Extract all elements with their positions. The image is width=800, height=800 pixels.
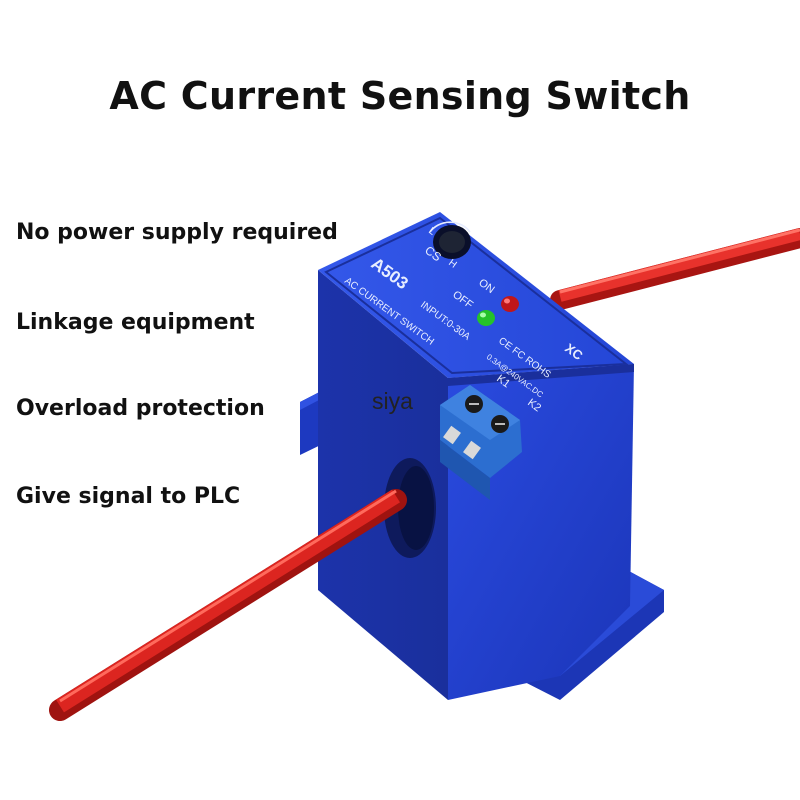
housing-top-face bbox=[318, 212, 634, 378]
red-wire-front bbox=[49, 489, 407, 721]
red-wire-back bbox=[550, 228, 800, 310]
page-title: AC Current Sensing Switch bbox=[109, 74, 691, 118]
feature-plc-signal: Give signal to PLC bbox=[16, 484, 241, 509]
led-off-green bbox=[477, 310, 495, 326]
feature-overload-protection: Overload protection bbox=[16, 396, 265, 421]
terminal-block bbox=[440, 385, 522, 500]
housing-side-face bbox=[318, 270, 448, 700]
feature-linkage-equipment: Linkage equipment bbox=[16, 310, 255, 335]
feature-no-power-supply: No power supply required bbox=[16, 220, 338, 245]
led-indicators bbox=[477, 296, 519, 326]
sensitivity-low-label: L bbox=[426, 226, 437, 238]
sensitivity-knob bbox=[429, 221, 471, 259]
led-on-red bbox=[501, 296, 519, 312]
watermark-text: siya bbox=[372, 388, 413, 414]
feature-list: No power supply required Linkage equipme… bbox=[16, 0, 376, 800]
